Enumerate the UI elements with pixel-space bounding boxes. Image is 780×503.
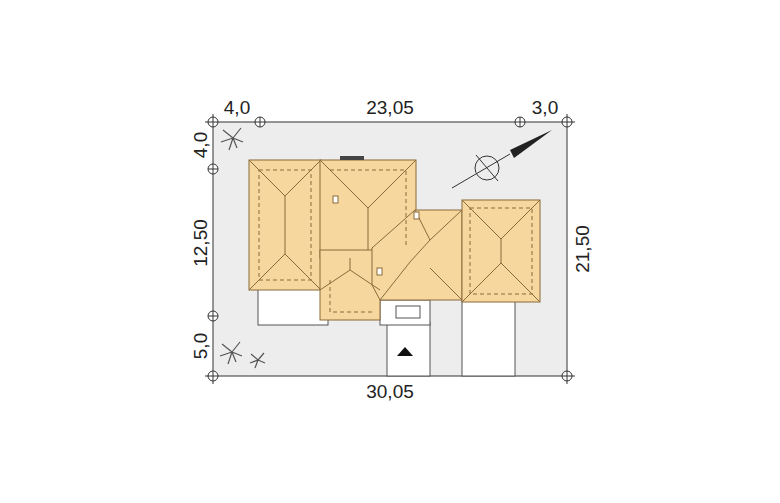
dimension-label: 30,05 bbox=[364, 382, 416, 402]
dimension-label: 3,0 bbox=[530, 98, 560, 118]
dimension-label: 4,0 bbox=[191, 130, 211, 160]
dimension-label: 23,05 bbox=[364, 98, 416, 118]
dimension-label: 4,0 bbox=[222, 98, 252, 118]
dimension-label: 5,0 bbox=[191, 331, 211, 361]
dimension-label: 12,50 bbox=[191, 217, 211, 269]
dimension-label: 21,50 bbox=[573, 223, 593, 275]
